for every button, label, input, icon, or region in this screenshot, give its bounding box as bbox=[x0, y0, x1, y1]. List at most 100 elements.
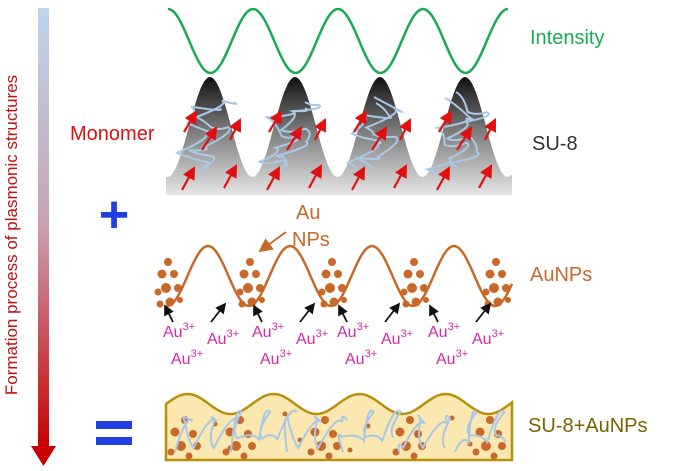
process-axis: Formation process of plasmonic structure… bbox=[2, 8, 56, 466]
equals-operator bbox=[96, 421, 132, 445]
gold-nanoparticle bbox=[321, 416, 329, 424]
gold-nanoparticle bbox=[325, 283, 335, 293]
ion-arrow bbox=[429, 304, 439, 323]
gold-nanoparticle bbox=[231, 441, 241, 451]
composite-label: SU-8+AuNPs bbox=[528, 415, 648, 437]
gold-nanoparticle bbox=[164, 258, 172, 266]
gold-nanoparticle bbox=[156, 300, 164, 308]
polymer-chain bbox=[454, 410, 507, 453]
polymer-chain bbox=[174, 416, 239, 453]
gold-ion: Au3+ bbox=[472, 328, 504, 348]
monomer-arrow bbox=[484, 118, 496, 141]
monomer-arrows bbox=[181, 110, 496, 191]
gold-nanoparticle bbox=[482, 288, 490, 296]
gold-nanoparticle bbox=[333, 442, 341, 450]
gold-nanoparticle bbox=[498, 270, 506, 278]
gold-nanoparticle bbox=[400, 288, 408, 296]
monomer-arrow bbox=[371, 126, 388, 151]
gold-nanoparticle bbox=[157, 269, 167, 279]
gold-ion: Au3+ bbox=[296, 328, 328, 348]
polymer-chain bbox=[445, 91, 490, 169]
gold-nanoparticle bbox=[420, 284, 428, 292]
gold-nanoparticle bbox=[248, 442, 256, 450]
gold-nanoparticle bbox=[403, 269, 413, 279]
gold-nanoparticle bbox=[239, 269, 249, 279]
gold-ion: Au3+ bbox=[436, 348, 468, 368]
ion-arrow bbox=[475, 302, 492, 323]
gold-nanoparticle bbox=[338, 284, 346, 292]
gold-nanoparticle bbox=[395, 427, 405, 437]
intensity-wave bbox=[167, 7, 509, 75]
gold-nanoparticle bbox=[341, 297, 347, 303]
gold-nanoparticle bbox=[222, 448, 230, 456]
gold-nanoparticle bbox=[256, 284, 264, 292]
intensity-row: Intensity bbox=[167, 7, 604, 75]
monomer-arrow bbox=[353, 110, 368, 133]
gold-ion: Au3+ bbox=[345, 348, 377, 368]
gold-nanoparticle bbox=[174, 284, 182, 292]
composite-film bbox=[164, 392, 514, 462]
gold-nanoparticle bbox=[423, 297, 429, 303]
monomer-arrow bbox=[308, 164, 323, 189]
gold-nanoparticle bbox=[481, 441, 491, 451]
polymer-chain bbox=[188, 99, 238, 168]
gold-nanoparticle bbox=[492, 258, 500, 266]
gold-nanoparticle bbox=[238, 300, 246, 308]
gold-nanoparticle bbox=[498, 442, 506, 450]
monomer-arrow bbox=[183, 110, 198, 133]
monomer-arrow bbox=[229, 118, 241, 141]
gold-nanoparticle bbox=[170, 427, 180, 437]
gold-nanoparticle bbox=[320, 300, 328, 308]
gold-nanoparticle bbox=[177, 297, 183, 303]
process-axis-label: Formation process of plasmonic structure… bbox=[2, 75, 21, 395]
gold-nanoparticle bbox=[189, 430, 197, 438]
plus-operator: + bbox=[99, 186, 129, 244]
gold-nanoparticle bbox=[472, 448, 480, 456]
polymer-chain bbox=[230, 409, 298, 453]
gold-nanoparticle bbox=[328, 258, 336, 266]
gold-nanoparticle bbox=[325, 452, 333, 460]
gold-nanoparticle bbox=[410, 452, 418, 460]
gold-nanoparticle bbox=[489, 283, 499, 293]
gold-nanoparticle bbox=[410, 258, 418, 266]
polymer-chain bbox=[355, 96, 404, 168]
monomer-arrow bbox=[478, 164, 493, 189]
gold-ion: Au3+ bbox=[207, 328, 239, 348]
au-nps-callout-line2: NPs bbox=[292, 229, 330, 251]
gold-ion: Au3+ bbox=[171, 348, 203, 368]
gold-nanoparticle bbox=[347, 447, 353, 453]
gold-nanoparticle bbox=[502, 284, 510, 292]
su8-polymer-chains bbox=[174, 91, 490, 176]
gold-nanoparticle bbox=[321, 269, 331, 279]
gold-nanoparticle bbox=[392, 448, 400, 456]
gold-nanoparticle bbox=[407, 283, 417, 293]
aunps-particles bbox=[154, 258, 511, 308]
gold-nanoparticle bbox=[402, 300, 410, 308]
su8-row: Monomer SU-8 bbox=[70, 77, 578, 195]
su8-label: SU-8 bbox=[532, 133, 578, 155]
gold-nanoparticle bbox=[406, 416, 414, 424]
polymer-chain bbox=[337, 409, 402, 453]
gold-nanoparticle bbox=[165, 297, 175, 307]
gold-nanoparticle bbox=[236, 288, 244, 296]
gold-nanoparticle bbox=[486, 416, 494, 424]
ion-arrow bbox=[384, 302, 401, 323]
aunps-wave bbox=[166, 244, 514, 308]
gold-ion: Au3+ bbox=[381, 328, 413, 348]
gold-nanoparticle bbox=[167, 448, 175, 456]
gold-ion: Au3+ bbox=[163, 321, 195, 341]
monomer-arrow bbox=[436, 166, 451, 191]
polymer-chain bbox=[397, 414, 452, 453]
gold-nanoparticle bbox=[505, 297, 511, 303]
ion-arrow bbox=[253, 304, 263, 323]
gold-nanoparticle bbox=[282, 411, 288, 417]
ion-arrow bbox=[338, 304, 348, 323]
monomer-label: Monomer bbox=[70, 123, 155, 145]
monomer-arrow bbox=[268, 110, 283, 133]
monomer-arrow bbox=[351, 166, 366, 191]
gold-nanoparticle bbox=[493, 297, 503, 307]
ion-arrow bbox=[164, 304, 174, 323]
equals-bar-bottom bbox=[96, 437, 132, 445]
gold-nanoparticle bbox=[244, 430, 252, 438]
